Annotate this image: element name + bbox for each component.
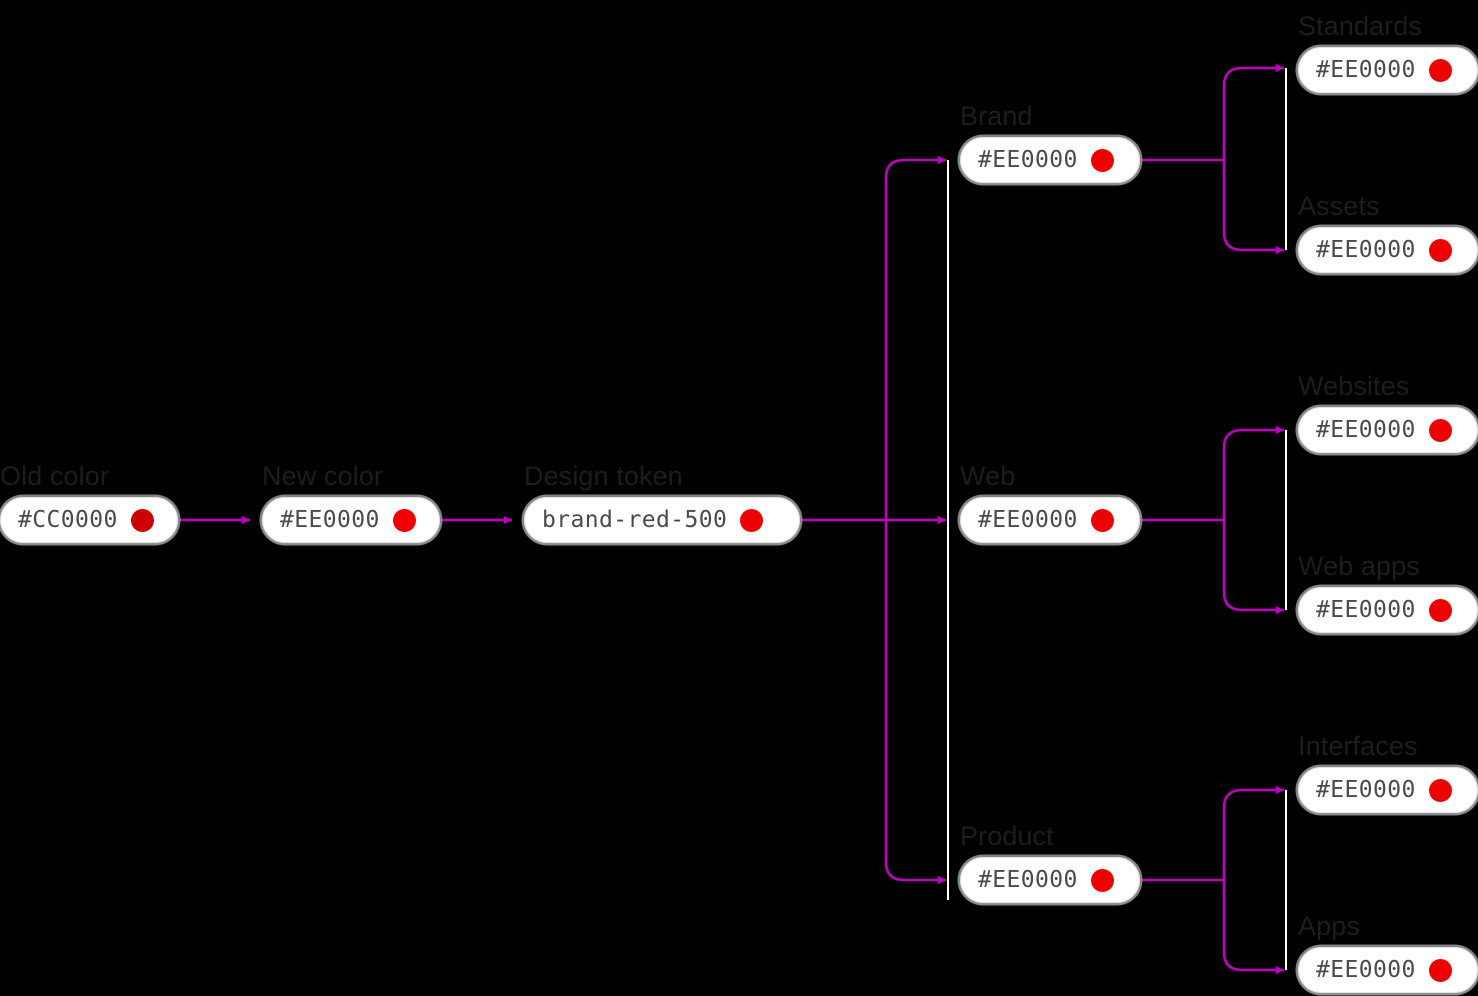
edge-product-to-interfaces xyxy=(1222,785,1285,880)
color-swatch-product xyxy=(1090,868,1114,892)
node-old-color[interactable]: Old color #CC0000 xyxy=(0,461,178,543)
node-websites[interactable]: Websites #EE0000 xyxy=(1298,371,1478,453)
node-label-design-token: Design token xyxy=(524,460,683,491)
color-swatch-interfaces xyxy=(1428,778,1452,802)
color-swatch-web-apps xyxy=(1428,598,1452,622)
node-design-token[interactable]: Design token brand-red-500 xyxy=(524,461,800,543)
pill-web-apps[interactable]: #EE0000 xyxy=(1298,587,1478,633)
color-swatch-apps xyxy=(1428,958,1452,982)
node-label-apps: Apps xyxy=(1298,910,1360,941)
edge-brand-to-standards xyxy=(1222,63,1285,160)
pill-websites[interactable]: #EE0000 xyxy=(1298,407,1478,453)
node-brand[interactable]: Brand #EE0000 xyxy=(960,101,1140,183)
pill-interfaces[interactable]: #EE0000 xyxy=(1298,767,1478,813)
edge-web-to-webapps xyxy=(1222,520,1285,615)
pill-value-apps: #EE0000 xyxy=(1316,957,1416,983)
color-swatch-brand xyxy=(1090,148,1114,172)
pill-product[interactable]: #EE0000 xyxy=(960,857,1140,903)
color-swatch-standards xyxy=(1428,58,1452,82)
node-label-standards: Standards xyxy=(1298,10,1422,41)
node-label-web: Web xyxy=(960,460,1016,491)
pill-brand[interactable]: #EE0000 xyxy=(960,137,1140,183)
node-label-brand: Brand xyxy=(960,100,1033,131)
pill-old-color[interactable]: #CC0000 xyxy=(0,497,178,543)
color-swatch-new-color xyxy=(392,508,416,532)
edge-brand-to-assets xyxy=(1222,160,1285,255)
pill-apps[interactable]: #EE0000 xyxy=(1298,947,1478,993)
pill-value-brand: #EE0000 xyxy=(978,147,1078,173)
node-label-product: Product xyxy=(960,820,1054,851)
pill-web[interactable]: #EE0000 xyxy=(960,497,1140,543)
pill-value-product: #EE0000 xyxy=(978,867,1078,893)
edge-token-to-brand xyxy=(884,155,947,520)
node-web[interactable]: Web #EE0000 xyxy=(960,461,1140,543)
edge-token-to-product xyxy=(884,520,947,885)
node-label-new-color: New color xyxy=(262,460,383,491)
color-swatch-design-token xyxy=(740,508,764,532)
node-label-assets: Assets xyxy=(1298,190,1380,221)
node-label-websites: Websites xyxy=(1298,370,1410,401)
pill-value-new-color: #EE0000 xyxy=(280,507,380,533)
pill-design-token[interactable]: brand-red-500 xyxy=(524,497,800,543)
pill-assets[interactable]: #EE0000 xyxy=(1298,227,1478,273)
node-apps[interactable]: Apps #EE0000 xyxy=(1298,911,1478,993)
node-product[interactable]: Product #EE0000 xyxy=(960,821,1140,903)
pill-value-interfaces: #EE0000 xyxy=(1316,777,1416,803)
node-assets[interactable]: Assets #EE0000 xyxy=(1298,191,1478,273)
edge-web-to-websites xyxy=(1222,425,1285,520)
pill-value-websites: #EE0000 xyxy=(1316,417,1416,443)
node-label-interfaces: Interfaces xyxy=(1298,730,1418,761)
node-interfaces[interactable]: Interfaces #EE0000 xyxy=(1298,731,1478,813)
node-label-old-color: Old color xyxy=(0,460,109,491)
node-label-web-apps: Web apps xyxy=(1298,550,1420,581)
color-swatch-assets xyxy=(1428,238,1452,262)
pill-new-color[interactable]: #EE0000 xyxy=(262,497,440,543)
color-swatch-web xyxy=(1090,508,1114,532)
pill-value-old-color: #CC0000 xyxy=(18,507,118,533)
pill-value-assets: #EE0000 xyxy=(1316,237,1416,263)
pill-value-standards: #EE0000 xyxy=(1316,57,1416,83)
color-swatch-websites xyxy=(1428,418,1452,442)
color-swatch-old-color xyxy=(130,508,154,532)
node-new-color[interactable]: New color #EE0000 xyxy=(262,461,440,543)
pill-value-web: #EE0000 xyxy=(978,507,1078,533)
pill-value-web-apps: #EE0000 xyxy=(1316,597,1416,623)
pill-value-design-token: brand-red-500 xyxy=(542,507,728,533)
node-standards[interactable]: Standards #EE0000 xyxy=(1298,11,1478,93)
pill-standards[interactable]: #EE0000 xyxy=(1298,47,1478,93)
edge-product-to-apps xyxy=(1222,880,1285,975)
node-web-apps[interactable]: Web apps #EE0000 xyxy=(1298,551,1478,633)
